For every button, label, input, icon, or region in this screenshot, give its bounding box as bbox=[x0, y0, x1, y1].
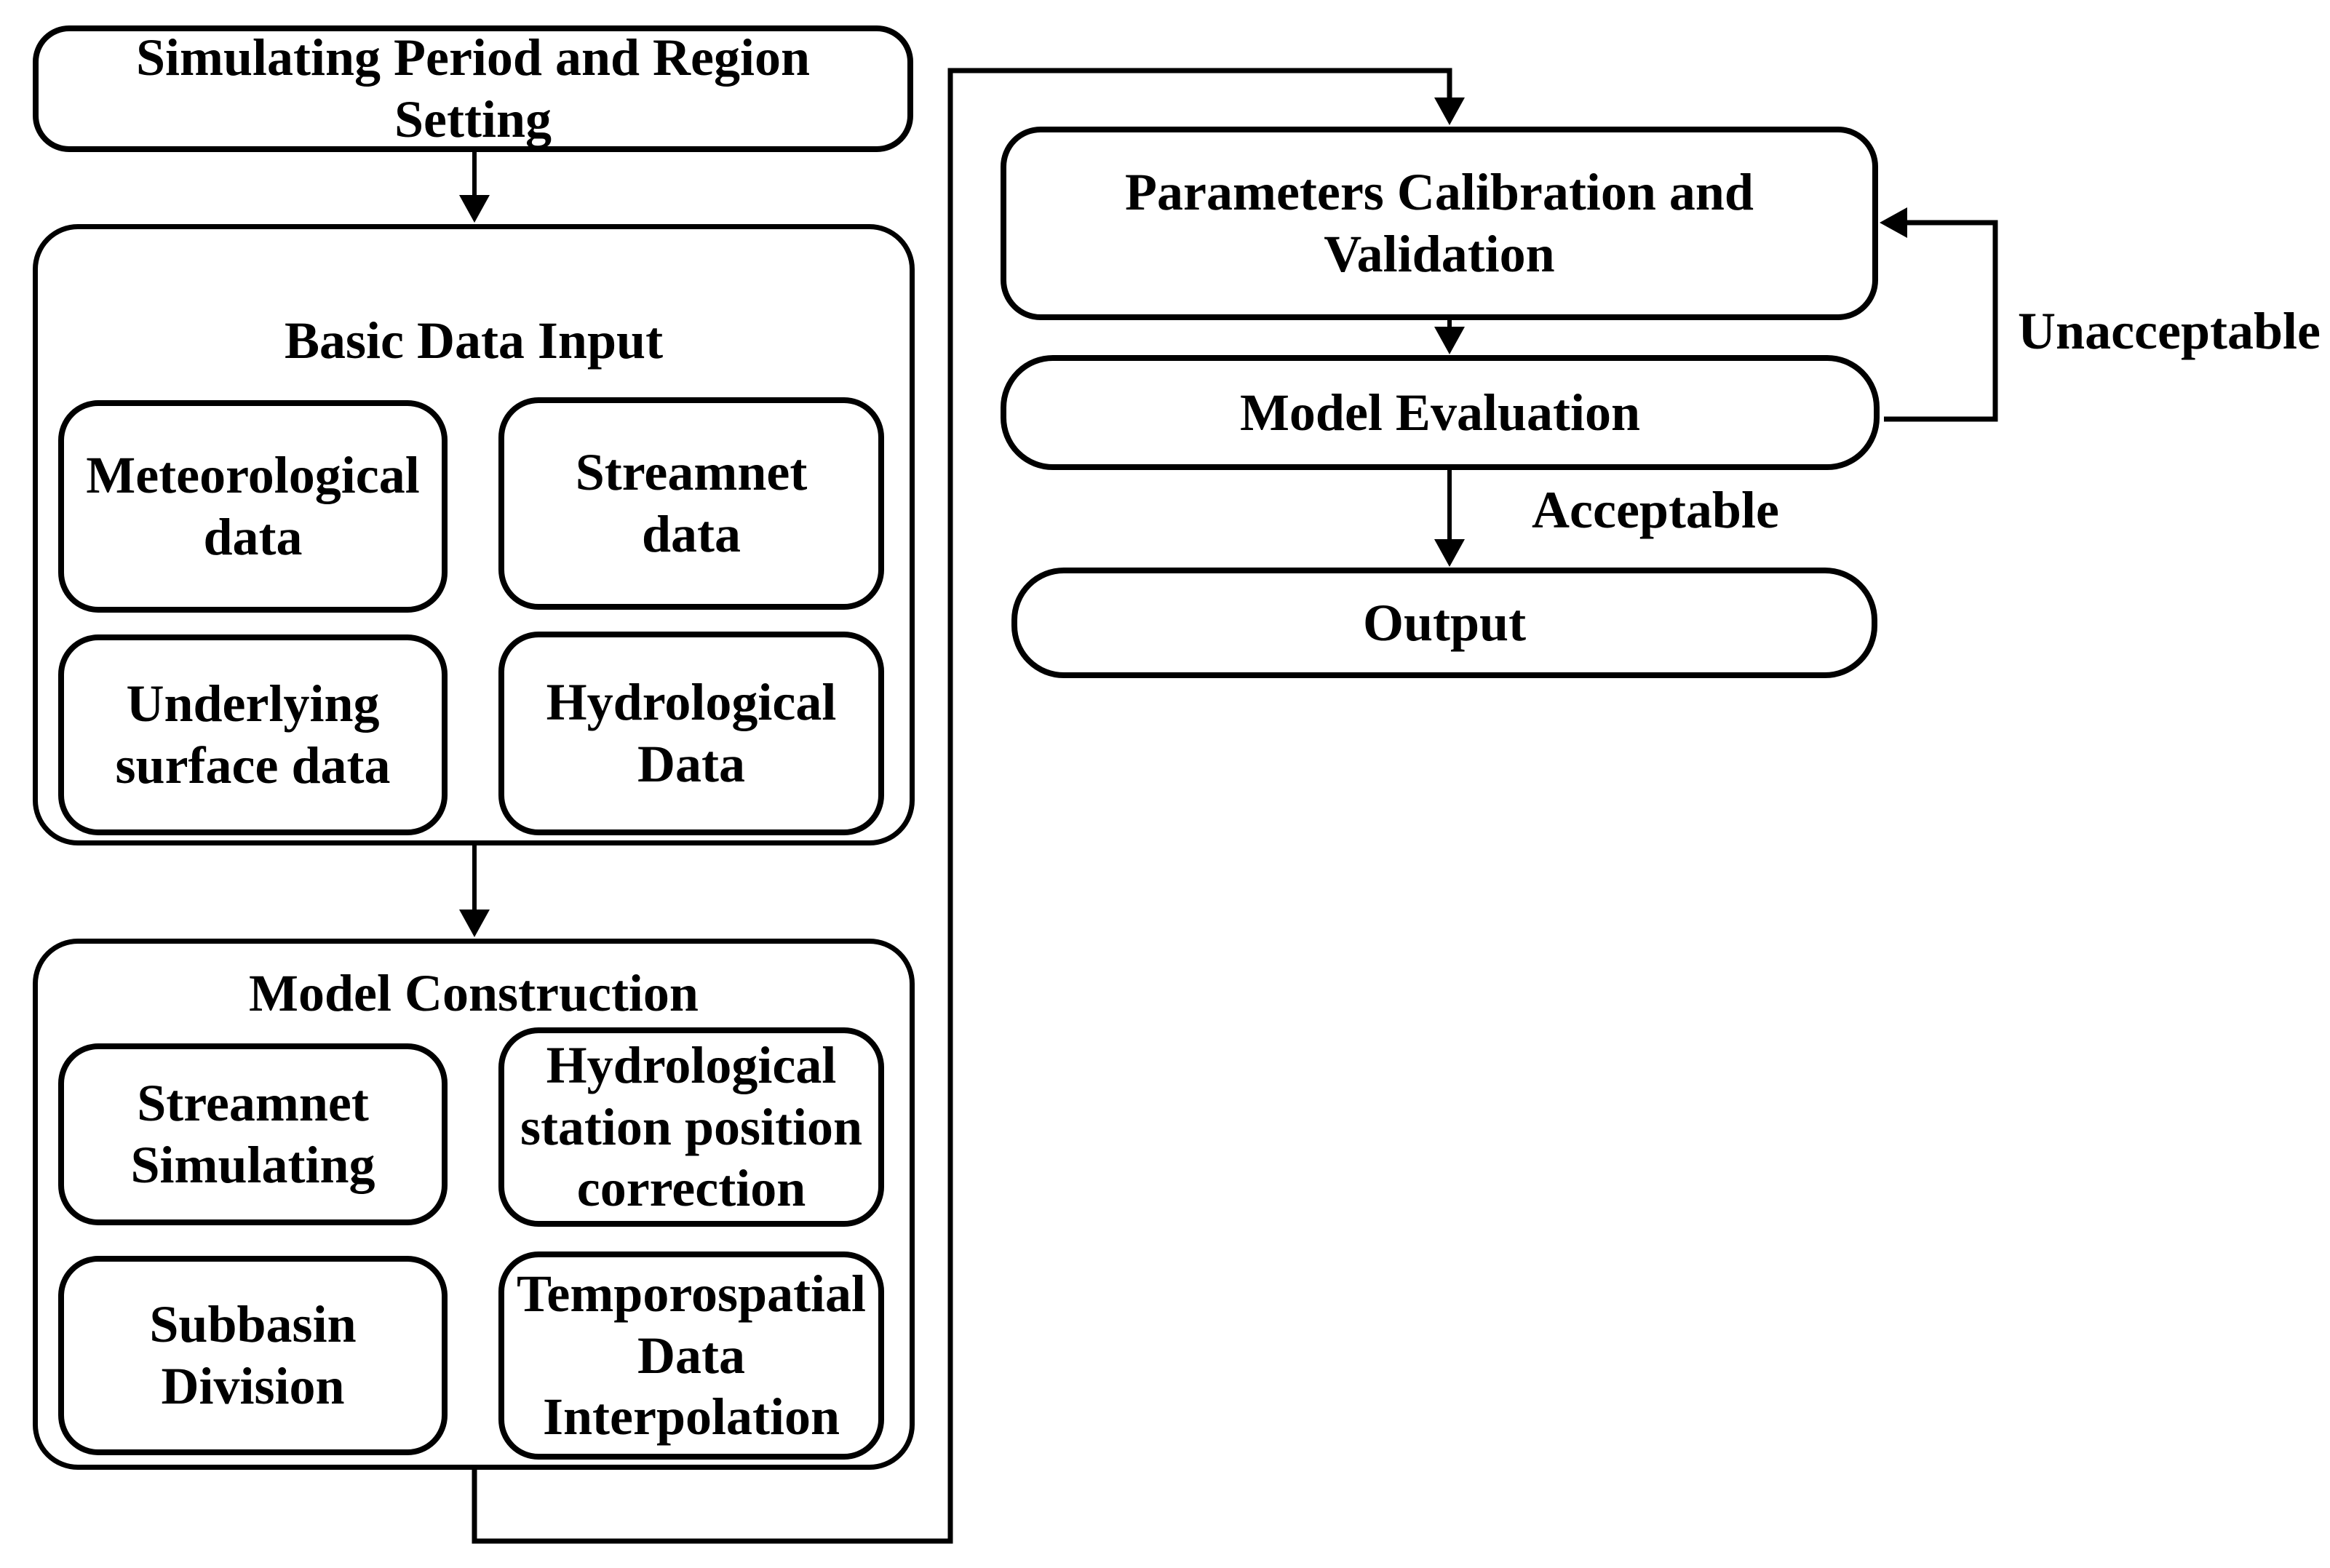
acceptable-edge-label: Acceptable bbox=[1532, 480, 1779, 539]
streamnet-data-box: Streamnet data bbox=[498, 397, 884, 610]
connector-unacceptable-feedback-loop bbox=[1880, 207, 1998, 422]
hydrological-data-box: Hydrological Data bbox=[498, 632, 884, 835]
unacceptable-edge-label: Unacceptable bbox=[2018, 301, 2321, 360]
arrow-basic-input-to-model-construction bbox=[459, 845, 490, 937]
model-evaluation-box: Model Evaluation bbox=[1001, 355, 1880, 470]
underlying-surface-data-box: Underlying surface data bbox=[58, 634, 448, 835]
subbasin-division-box: Subbasin Division bbox=[58, 1256, 448, 1455]
parameters-calibration-validation-box: Parameters Calibration and Validation bbox=[1001, 127, 1878, 320]
model-construction-title: Model Construction bbox=[249, 963, 699, 1022]
arrow-parameters-to-evaluation bbox=[1434, 320, 1465, 354]
streamnet-simulating-box: Streamnet Simulating bbox=[58, 1043, 448, 1225]
arrow-evaluation-to-output bbox=[1434, 470, 1465, 567]
connector-model-construction-to-parameters bbox=[472, 68, 1465, 1544]
hydrological-station-position-correction-box: Hydrological station position correction bbox=[498, 1027, 884, 1227]
temporospatial-data-interpolation-box: Temporospatial Data Interpolation bbox=[498, 1251, 884, 1460]
meteorological-data-box: Meteorological data bbox=[58, 400, 448, 613]
output-box: Output bbox=[1011, 568, 1877, 678]
basic-data-input-title: Basic Data Input bbox=[284, 311, 664, 370]
arrow-simulating-to-basic-input bbox=[459, 152, 490, 223]
simulating-period-region-setting-box: Simulating Period and Region Setting bbox=[33, 25, 913, 152]
